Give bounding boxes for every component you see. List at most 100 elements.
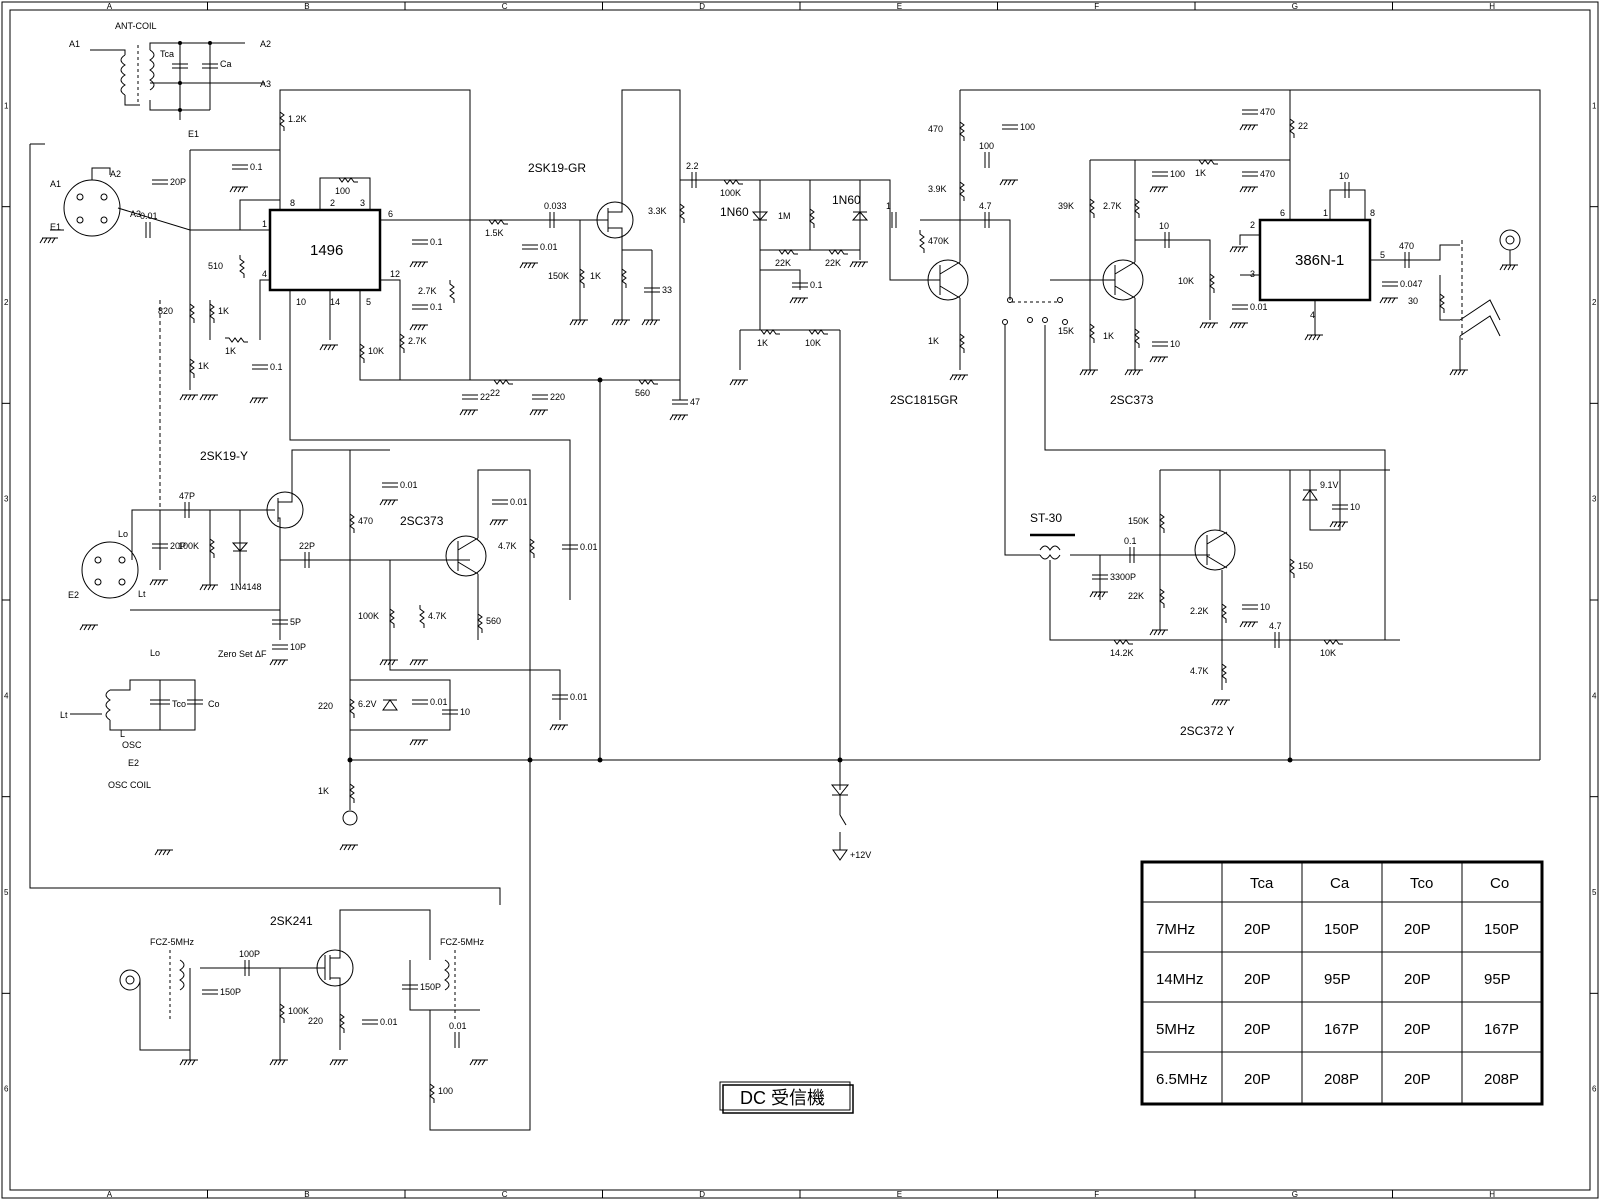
svg-text:5: 5 [1380,250,1385,260]
resistor-value: 2.7K [418,286,437,296]
capacitor-value: 470 [1399,241,1414,251]
zener-91v: 9.1V [1320,480,1339,490]
capacitor-value: 22P [299,541,315,551]
supply-bus: +12V [347,89,1541,861]
capacitor-value: 0.01 [380,1017,398,1027]
capacitor-value: 0.1 [270,362,283,372]
resistor-value: 510 [208,261,223,271]
grid-col-bottom-H: H [1489,1190,1495,1199]
grid-col-top-F: F [1094,2,1099,11]
grid-col-bottom-B: B [304,1190,309,1199]
grid-row-right-6: 6 [1592,1085,1597,1094]
fet1-label: 2SK19-GR [528,161,586,175]
grid-row-right-1: 1 [1592,101,1597,110]
tr4-label: 2SC372 Y [1180,724,1235,738]
capacitor-value: 10 [1339,171,1349,181]
grid-col-bottom-D: D [699,1190,705,1199]
svg-text:2: 2 [1250,220,1255,230]
table-header-1: Tca [1250,875,1274,892]
capacitor-value: 0.01 [1250,302,1268,312]
table-cell-0-1: 20P [1244,921,1271,938]
svg-text:Lo: Lo [118,529,128,539]
fet2-label: 2SK19-Y [200,449,248,463]
grid-col-top-D: D [699,2,705,11]
mute-section: ST-30 9.1V 2SC372 Y [1030,469,1400,760]
capacitor-value: 0.01 [449,1021,467,1031]
resistor-value: 150K [548,271,569,281]
fcz2-label: FCZ-5MHz [440,937,484,947]
capacitor-value: 0.047 [1400,279,1423,289]
resistor-value: 2.7K [408,336,427,346]
resistor-value: 1.5K [485,228,504,238]
grid-col-top-A: A [107,2,113,11]
resistor-value: 1M [778,211,791,221]
capacitor-value: 10 [1350,502,1360,512]
resistor-value: 10K [1320,648,1336,658]
tr2-label: 2SC1815GR [890,393,958,407]
capacitor-value: 150P [220,987,241,997]
resistor-value: 22K [825,258,841,268]
grid-row-left-6: 6 [4,1085,9,1094]
grid-col-bottom-G: G [1292,1190,1298,1199]
capacitor-value: 10 [460,707,470,717]
resistor-value: 100K [288,1006,309,1016]
svg-text:14: 14 [330,297,340,307]
svg-text:E1: E1 [188,129,199,139]
resistor-value: 220 [308,1016,323,1026]
capacitor-value: 0.1 [1124,536,1137,546]
resistor-value: 22 [1298,121,1308,131]
resistor-value: 22 [490,388,500,398]
capacitor-value: 0.033 [544,201,567,211]
capacitor-value: 0.1 [430,302,443,312]
capacitor-value: 2.2 [686,161,699,171]
capacitor-value: 470 [1260,107,1275,117]
svg-text:E2: E2 [68,590,79,600]
resistor-value: 14.2K [1110,648,1134,658]
resistor-value: 10K [368,346,384,356]
grid-row-left-1: 1 [4,101,9,110]
grid-row-left-3: 3 [4,495,9,504]
grid-col-bottom-E: E [897,1190,902,1199]
table-cell-3-2: 208P [1324,1071,1359,1088]
svg-text:3: 3 [360,198,365,208]
resistor-value: 10K [1178,276,1194,286]
resistor-value: 1K [928,336,939,346]
table-header-2: Ca [1330,875,1350,892]
resistor-value: 150K [1128,516,1149,526]
grid-row-right-2: 2 [1592,298,1597,307]
resistor-value: 1K [318,786,329,796]
grid-row-right-5: 5 [1592,888,1597,897]
grid-col-top-E: E [897,2,902,11]
capacitor-value: 0.01 [580,542,598,552]
table-cell-3-0: 6.5MHz [1156,1071,1208,1088]
svg-text:8: 8 [290,198,295,208]
table-cell-1-1: 20P [1244,971,1271,988]
capacitor-value: 47 [690,397,700,407]
svg-text:12: 12 [390,269,400,279]
detector: 1N60 1N60 [680,179,930,370]
resistor-value: 100 [438,1086,453,1096]
svg-text:Tco: Tco [172,699,186,709]
grid-row-right-3: 3 [1592,495,1597,504]
capacitor-value: 4.7 [1269,621,1282,631]
table-cell-2-1: 20P [1244,1021,1271,1038]
capacitor-value: 100 [1020,122,1035,132]
capacitor-value: 100P [239,949,260,959]
resistor-value: 100K [720,188,741,198]
svg-text:A1: A1 [69,39,80,49]
svg-text:A2: A2 [260,39,271,49]
grid-row-left-2: 2 [4,298,9,307]
resistor-value: 4.7K [498,541,517,551]
svg-text:L: L [120,729,125,739]
title-box: DC 受信機 [719,1081,854,1114]
svg-text:E1: E1 [50,222,61,232]
svg-text:6: 6 [388,209,393,219]
svg-text:6: 6 [1280,208,1285,218]
svg-text:A2: A2 [110,169,121,179]
table-cell-0-2: 150P [1324,921,1359,938]
table-cell-0-0: 7MHz [1156,921,1195,938]
